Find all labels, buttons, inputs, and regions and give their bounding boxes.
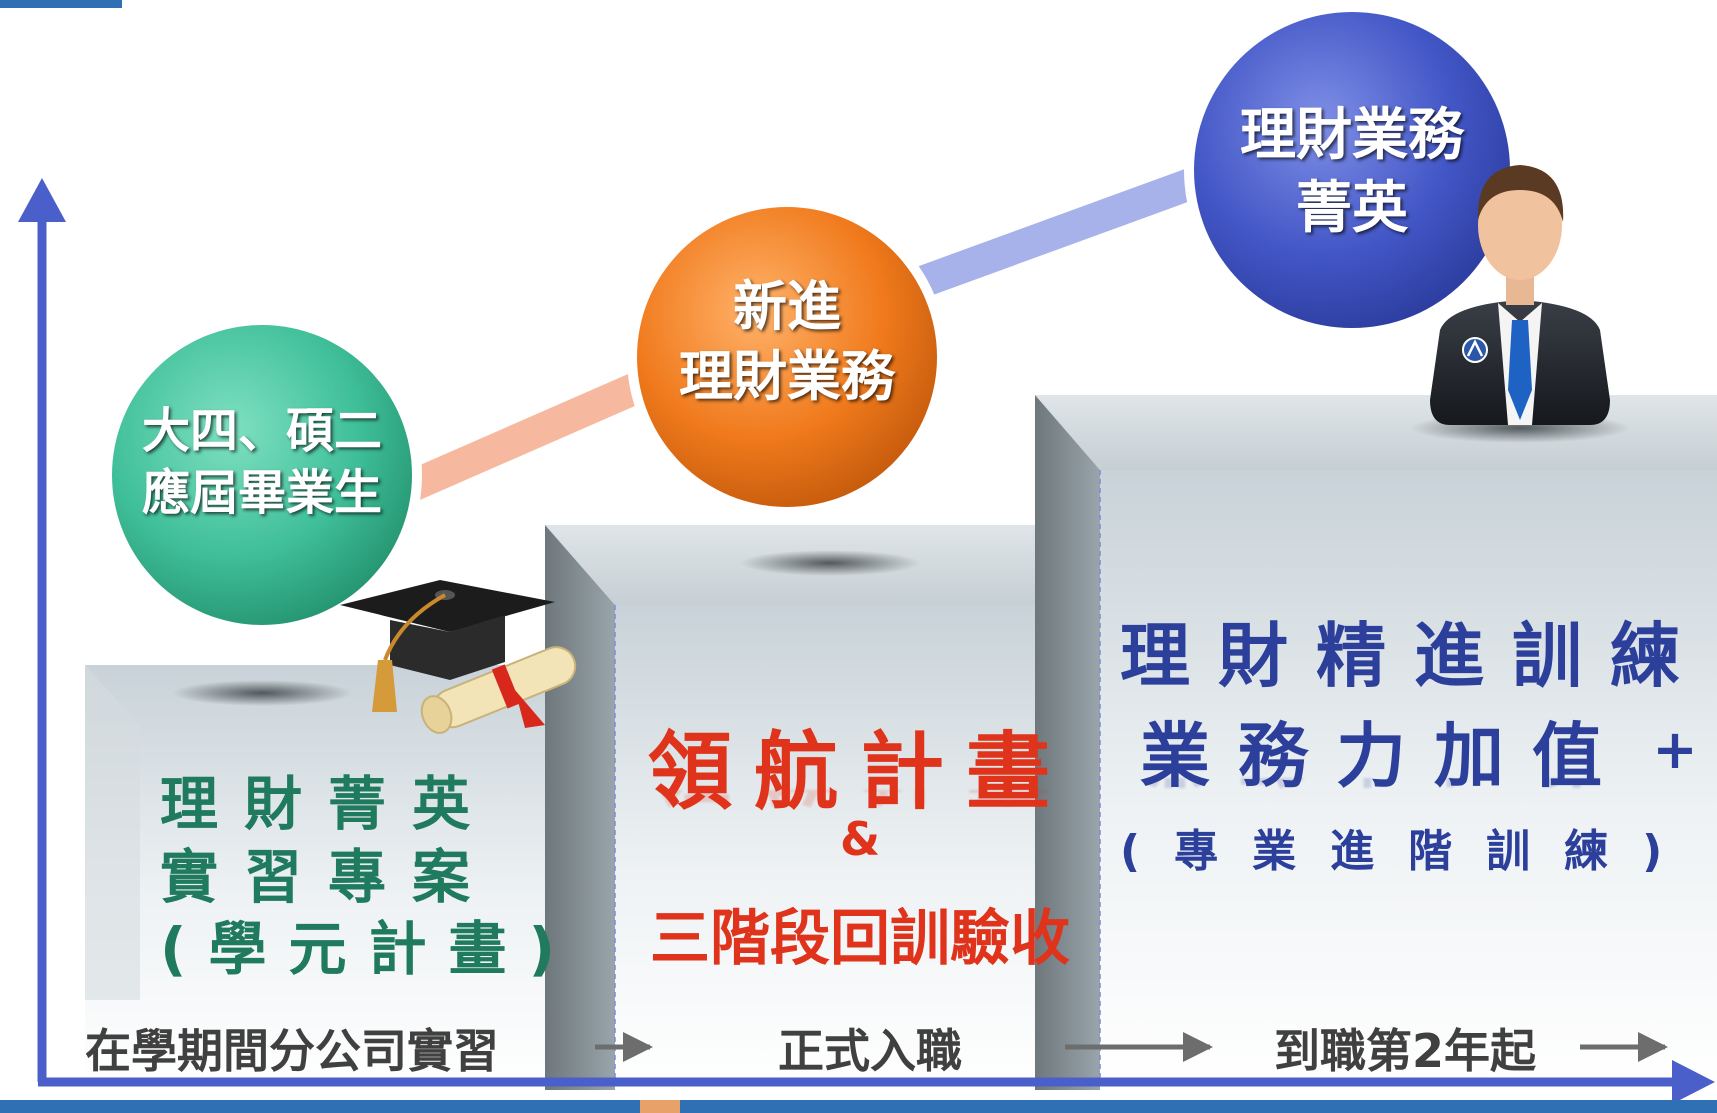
bubble-elite-line2: 菁英 <box>1296 175 1408 241</box>
graduation-cap-icon <box>340 580 555 712</box>
step-advanced-line2-reflection: 業務力加值 <box>1140 778 1640 808</box>
step-advanced-plus: + <box>1652 718 1698 781</box>
businessman-icon <box>1430 165 1610 425</box>
timeline-phase1: 在學期間分公司實習 <box>85 1024 499 1078</box>
bubble-graduate-label: 大四、碩二 應屆畢業生 <box>112 400 412 525</box>
bubble-elite <box>1194 12 1510 328</box>
bubble-graduate-line2: 應屆畢業生 <box>141 465 382 522</box>
y-axis-arrowhead <box>18 178 66 222</box>
diploma-scroll-icon <box>420 646 577 734</box>
step-block-3 <box>1035 395 1717 1090</box>
step-block-1 <box>85 665 1000 1090</box>
bubble-new-hire-label: 新進 理財業務 <box>637 272 937 412</box>
step-block-2 <box>545 525 1100 1090</box>
step-pilot-amp: & <box>839 812 881 866</box>
bubble-graduate <box>112 325 412 625</box>
timeline-phase3: 到職第2年起 <box>1273 1024 1536 1078</box>
step-advanced-line2: 業務力加值 <box>1140 715 1630 797</box>
step-advanced-line1: 理財精進訓練 <box>1120 615 1708 697</box>
bubble-new-hire <box>637 207 937 507</box>
bottom-strip <box>0 1100 1717 1113</box>
corner-tab <box>0 0 122 8</box>
timeline-phase2: 正式入職 <box>778 1024 962 1078</box>
connector-2 <box>894 159 1221 306</box>
bubble-elite-line1: 理財業務 <box>1240 103 1464 168</box>
bottom-strip-accent <box>640 1100 680 1113</box>
step-advanced-line3: (專業進階訓練) <box>1120 826 1697 877</box>
bubble-new-hire-line1: 新進 <box>733 275 841 338</box>
step-pilot-subtitle: 三階段回訓驗收 <box>650 904 1070 974</box>
bubble-graduate-line1: 大四、碩二 <box>141 403 382 459</box>
x-axis-arrowhead <box>1672 1060 1715 1104</box>
bubble-elite-label: 理財業務 菁英 <box>1202 100 1502 246</box>
bubble-new-hire-line2: 理財業務 <box>679 345 895 409</box>
step-intern-line3: (學元計畫) <box>160 915 578 983</box>
step-intern-line1: 理財菁英 <box>160 770 497 838</box>
step-pilot-title: 領航計畫 <box>647 723 1072 821</box>
step-intern-line2: 實習專案 <box>160 842 497 911</box>
step-intern-text: 理財菁英 實習專案 (學元計畫) <box>160 768 600 986</box>
